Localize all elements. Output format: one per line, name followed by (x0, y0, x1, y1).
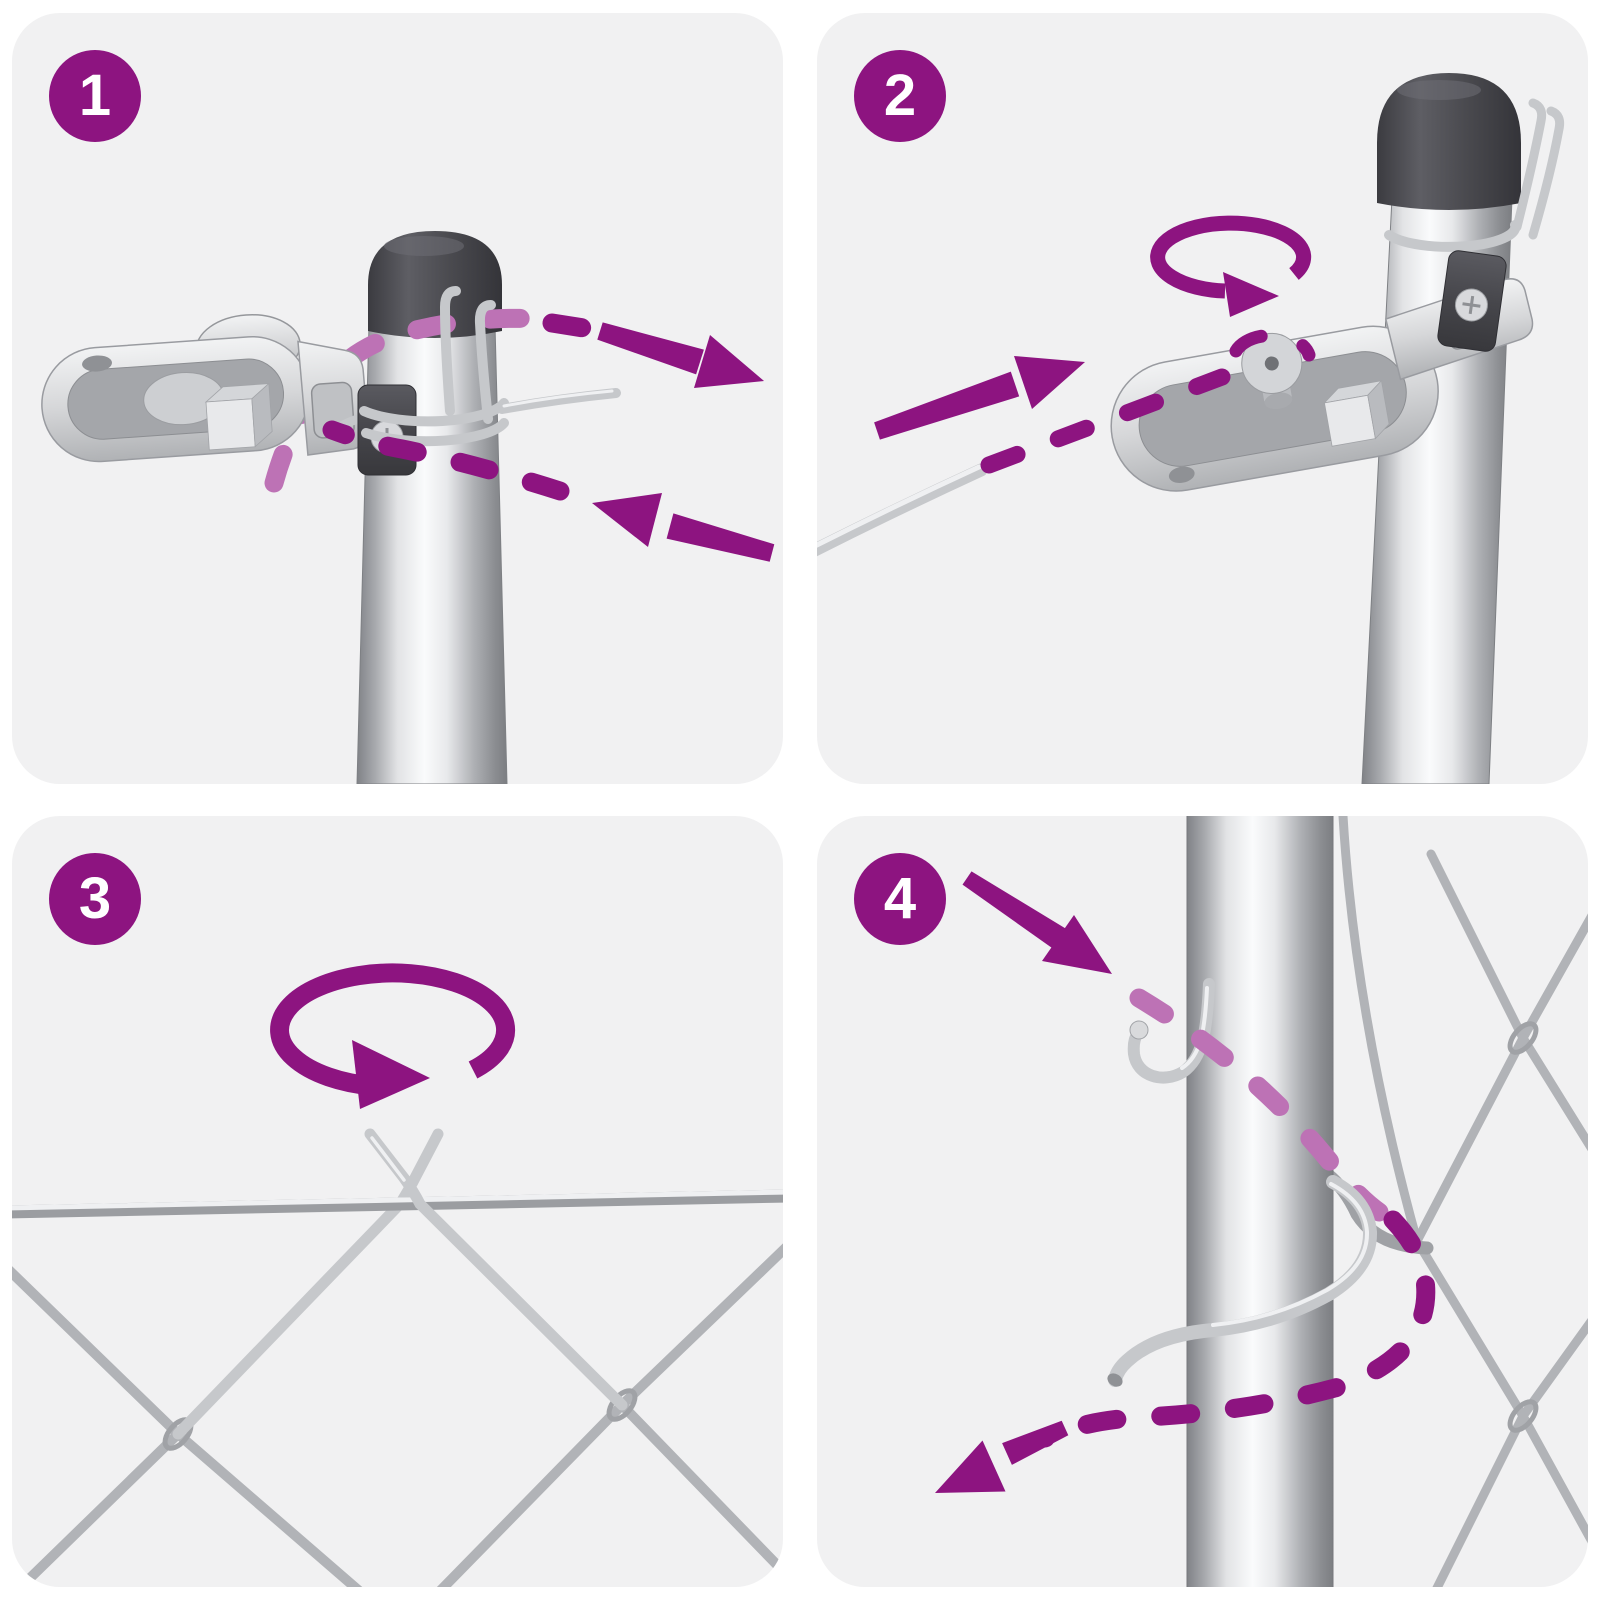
post-cap (368, 231, 502, 338)
chain-link-mesh (1338, 816, 1588, 1587)
insertion-arrow-icon (874, 356, 1085, 440)
clip-long-prong (497, 388, 621, 414)
pull-direction-dashed-dark (1035, 1210, 1436, 1448)
step-number-4: 4 (883, 866, 917, 931)
mesh-knot (1507, 1021, 1539, 1055)
wire-cut-end (1107, 1373, 1123, 1387)
step-panel-2: 2 (817, 13, 1588, 784)
post-cap (1377, 73, 1521, 210)
rotation-arrow-icon (270, 963, 516, 1109)
step-1-illustration (41, 231, 775, 784)
fence-post (1186, 816, 1334, 1587)
pin-rotation-dashed-arc (1229, 328, 1316, 362)
pull-arrow-top-icon (962, 871, 1112, 974)
step-number-1: 1 (78, 63, 112, 128)
tensioner-hole (1168, 466, 1195, 483)
mesh-knot (1507, 1399, 1539, 1433)
step-badge-1: 1 (49, 50, 141, 142)
tension-wire (12, 1189, 783, 1219)
post-clamp-bracket (1437, 250, 1507, 352)
step-panel-3: 3 (12, 816, 783, 1587)
wrap-direction-arrow-right-icon (542, 313, 764, 388)
hook-ball-end (1129, 1020, 1149, 1040)
wire-tensioner (41, 314, 369, 463)
step-3-illustration (12, 963, 783, 1587)
step-number-3: 3 (78, 866, 112, 931)
twist-wire-end (364, 1128, 628, 1411)
rotation-arrow-icon (1150, 215, 1312, 317)
step-panel-4: 4 (817, 816, 1588, 1587)
tensioner-square-pin (1323, 379, 1390, 447)
step-badge-2: 2 (854, 50, 946, 142)
wrap-direction-arrow-left-icon (322, 420, 775, 562)
step-2-illustration (817, 73, 1565, 784)
chain-link-mesh (12, 1243, 783, 1587)
step-badge-4: 4 (854, 853, 946, 945)
tension-wire-piece (817, 463, 988, 557)
step-badge-3: 3 (49, 853, 141, 945)
pull-arrow-bottom-icon (935, 1420, 1069, 1493)
tensioner-square-pin (204, 382, 273, 451)
spring-clip-wires (1384, 98, 1565, 252)
step-panel-1: 1 (12, 13, 783, 784)
step-number-2: 2 (883, 63, 917, 128)
tensioner-hole (82, 355, 112, 372)
wrap-wire-front (1107, 1175, 1377, 1387)
step-4-illustration (935, 816, 1588, 1587)
